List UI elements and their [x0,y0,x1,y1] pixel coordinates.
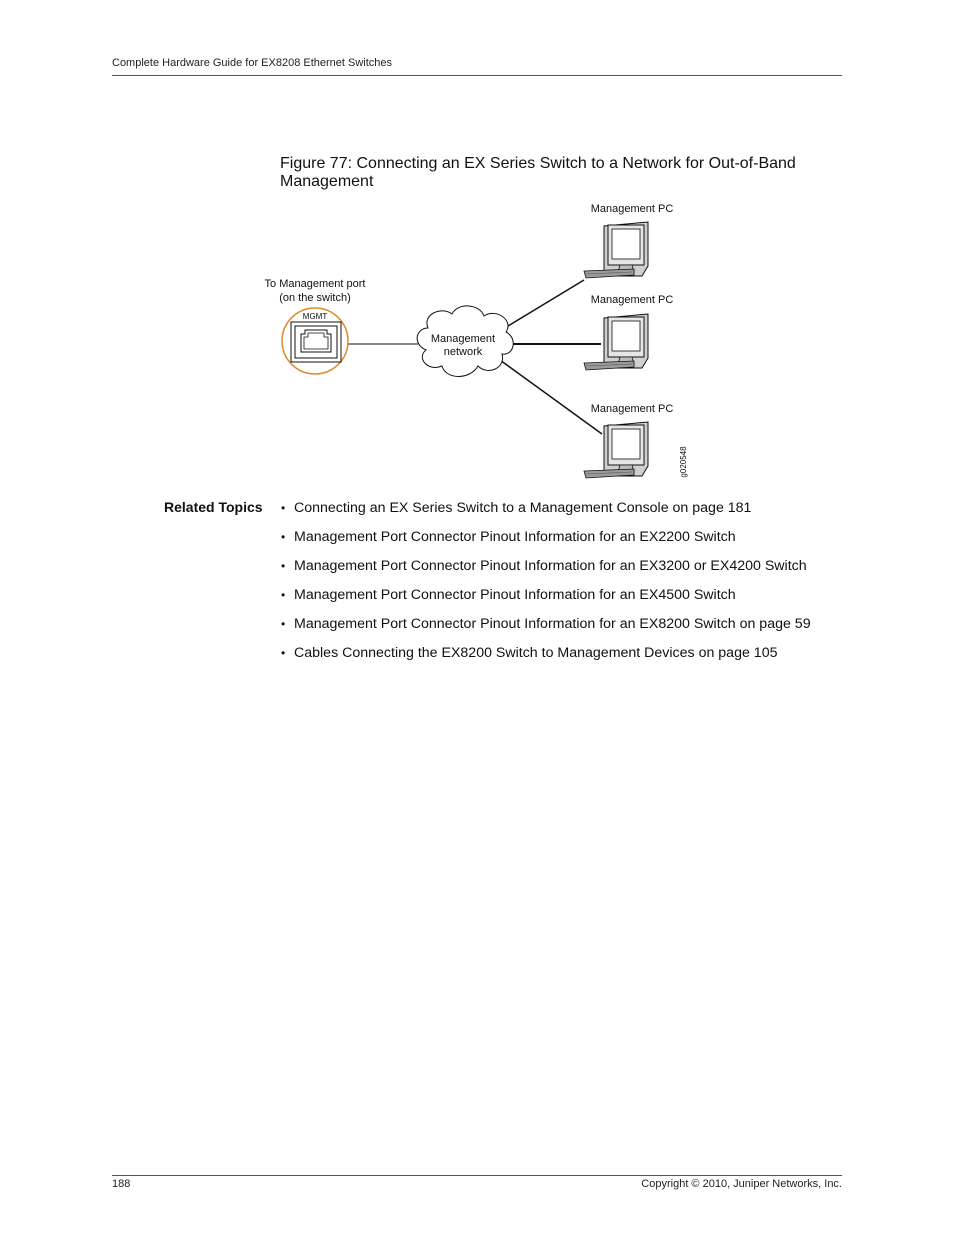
network-label-line1: Management [431,333,495,345]
related-link-console[interactable]: Connecting an EX Series Switch to a Mana… [281,499,851,528]
page-number: 188 [112,1178,131,1190]
related-link-ex4500-pinout[interactable]: Management Port Connector Pinout Informa… [281,586,851,615]
pc2-label: Management PC [591,294,674,306]
related-topics-heading: Related Topics [164,499,263,515]
network-to-pc3-line [499,359,603,435]
related-link-ex2200-pinout[interactable]: Management Port Connector Pinout Informa… [281,528,851,557]
running-header: Complete Hardware Guide for EX8208 Ether… [112,57,393,69]
management-pc-3 [583,421,649,479]
port-label-line2: (on the switch) [279,292,351,304]
related-link-ex8200-pinout[interactable]: Management Port Connector Pinout Informa… [281,615,851,644]
network-label-line2: network [444,346,483,358]
header-rule [112,75,842,76]
network-diagram: To Management port (on the switch) MGMT … [256,196,706,492]
network-to-pc1-line [507,279,585,327]
footer-rule [112,1175,842,1176]
copyright-notice: Copyright © 2010, Juniper Networks, Inc. [641,1178,842,1190]
related-link-ex8200-cables[interactable]: Cables Connecting the EX8200 Switch to M… [281,644,851,673]
management-pc-2 [583,313,649,371]
management-pc-1 [583,221,649,279]
mgmt-port-text: MGMT [303,312,328,321]
pc3-label: Management PC [591,403,674,415]
pc1-label: Management PC [591,203,674,215]
management-port-icon [281,307,349,375]
related-link-ex3200-ex4200-pinout[interactable]: Management Port Connector Pinout Informa… [281,557,851,586]
port-label-line1: To Management port [265,278,366,290]
figure-title: Figure 77: Connecting an EX Series Switc… [280,155,796,190]
figure-id: g020548 [679,446,688,478]
related-topics-list: Connecting an EX Series Switch to a Mana… [281,499,851,673]
management-network-cloud [416,305,514,377]
